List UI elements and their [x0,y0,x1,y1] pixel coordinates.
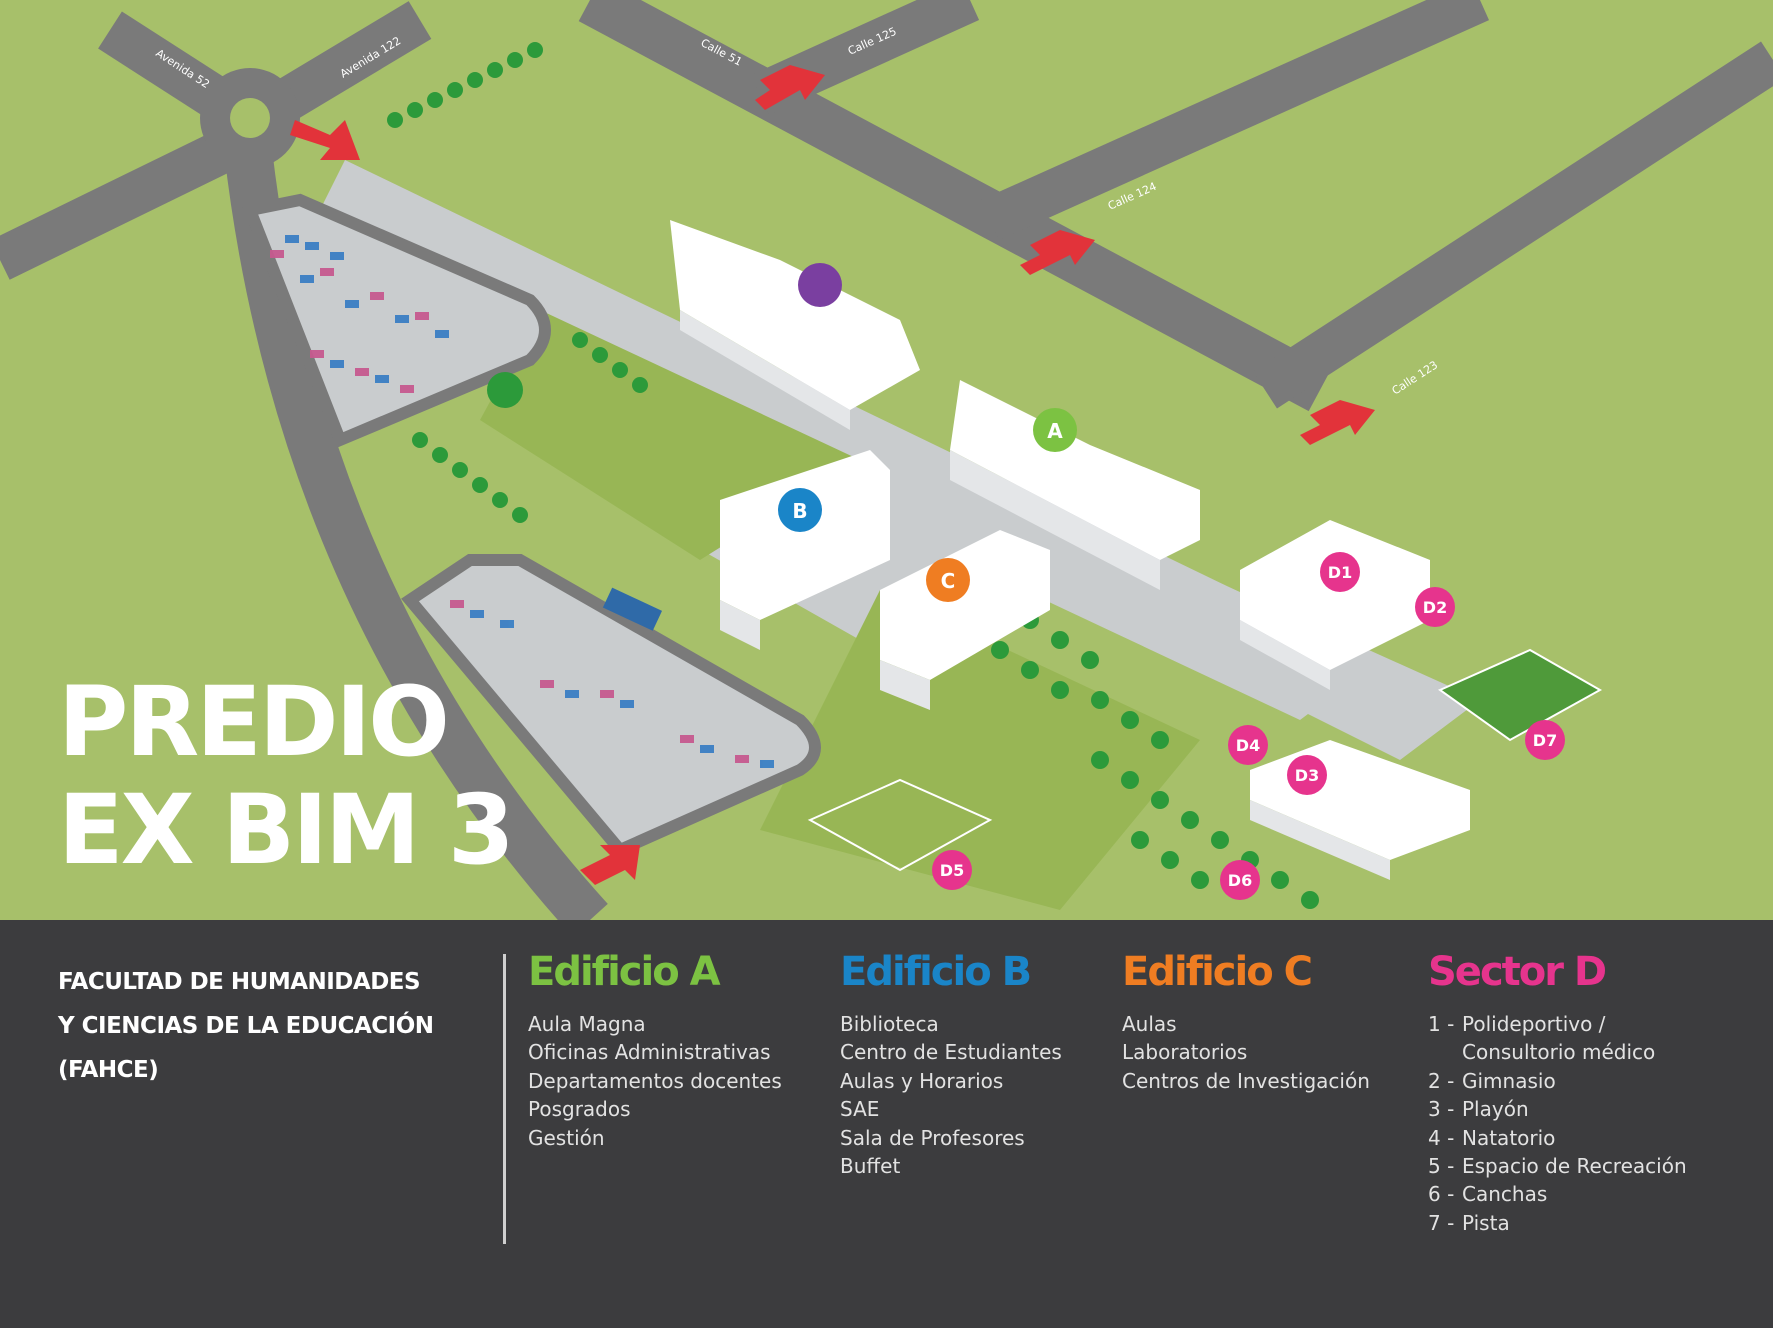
campus-map: A B C D1 D2 D3 D4 D5 D6 D7 [0,0,1773,920]
legend-sector-d: Sector D 1 -Polideportivo / Consultorio … [1428,946,1687,1237]
roundabout-island [230,98,270,138]
legend-item: Aulas [1122,1012,1177,1036]
legend-edificio-b: Edificio B Biblioteca Centro de Estudian… [840,946,1062,1180]
faculty-line-3: (FAHCE) [58,1057,159,1083]
entry-arrow [755,65,825,110]
legend-item: Biblioteca [840,1012,939,1036]
marker-d6[interactable]: D6 [1220,860,1260,900]
faculty-name: FACULTAD DE HUMANIDADES Y CIENCIAS DE LA… [58,960,434,1092]
legend-item: Laboratorios [1122,1040,1248,1065]
entry-arrow [580,845,640,885]
building-a [950,380,1200,590]
marker-b[interactable]: B [778,488,822,532]
marker-d7[interactable]: D7 [1525,720,1565,760]
entry-arrow [1300,400,1375,445]
svg-text:D6: D6 [1228,871,1252,890]
legend-edificio-a-title: Edificio A [528,949,721,995]
legend-item: Centros de Investigación [1122,1068,1370,1093]
entry-arrows [290,65,1375,885]
svg-text:D7: D7 [1533,731,1557,750]
calle-124-road [980,0,1490,241]
marker-d3[interactable]: D3 [1287,755,1327,795]
map-title: PREDIO EX BIM 3 [58,666,515,886]
legend-item: 6 -Canchas [1428,1182,1548,1207]
bus [602,587,663,631]
legend-item: Aulas y Horarios [840,1068,1004,1093]
building-b [720,450,890,650]
legend-item: Departamentos docentes [528,1068,782,1093]
legend-item: SAE [840,1097,880,1122]
legend-item: Buffet [840,1154,901,1179]
legend-item: Consultorio médico [1462,1040,1656,1065]
marker-north[interactable] [798,263,842,307]
legend-item: 7 -Pista [1428,1210,1510,1235]
calle-123-road [1253,41,1773,409]
legend-item: 5 -Espacio de Recreación [1428,1154,1687,1179]
legend-item: Sala de Profesores [840,1125,1025,1150]
faculty-line-1: FACULTAD DE HUMANIDADES [58,969,421,995]
entry-arrow [1020,230,1095,275]
soccer-field [807,778,993,872]
faculty-line-2: Y CIENCIAS DE LA EDUCACIÓN [58,1013,434,1039]
legend-item: Gestión [528,1125,605,1150]
legend-sector-d-title: Sector D [1428,949,1607,995]
svg-text:D4: D4 [1236,736,1260,755]
big-tree [487,372,523,408]
calle-51-road [578,0,1332,412]
legend-edificio-b-title: Edificio B [840,949,1032,995]
legend-item: 3 -Playón [1428,1097,1529,1122]
legend-edificio-c-title: Edificio C [1122,949,1313,995]
svg-text:D1: D1 [1328,563,1352,582]
marker-a[interactable]: A [1033,408,1077,452]
streets [0,0,1773,412]
svg-text:D2: D2 [1423,598,1447,617]
marker-b-label: B [792,499,807,523]
legend-panel: FACULTAD DE HUMANIDADES Y CIENCIAS DE LA… [0,920,1773,1328]
building-north [670,220,920,430]
legend-edificio-c: Edificio C Aulas Laboratorios Centros de… [1122,946,1370,1095]
buildings [602,220,1603,880]
entry-arrow [290,120,360,160]
parked-cars [270,235,774,768]
marker-d5[interactable]: D5 [932,850,972,890]
marker-c-label: C [941,569,956,593]
legend-item: Posgrados [528,1097,631,1122]
map-title-line-1: PREDIO [58,666,450,778]
map-title-line-2: EX BIM 3 [58,774,515,886]
marker-c[interactable]: C [926,558,970,602]
svg-text:D5: D5 [940,861,964,880]
svg-text:D3: D3 [1295,766,1319,785]
legend-item: Centro de Estudiantes [840,1040,1062,1065]
marker-d1[interactable]: D1 [1320,552,1360,592]
polideportivo-building [1240,520,1430,690]
marker-a-label: A [1047,419,1063,443]
legend-item: Aula Magna [528,1012,646,1036]
legend-item: Oficinas Administrativas [528,1040,771,1065]
secondary-road [0,130,235,280]
legend-item: 2 -Gimnasio [1428,1068,1556,1093]
avenida-122-road [258,1,432,129]
legend-item: 1 -Polideportivo / [1428,1012,1606,1036]
legend-divider [503,954,506,1244]
marker-d4[interactable]: D4 [1228,725,1268,765]
marker-d2[interactable]: D2 [1415,587,1455,627]
legend-edificio-a: Edificio A Aula Magna Oficinas Administr… [528,946,782,1152]
building-c [880,530,1050,710]
parking-lot-south [401,554,821,858]
playon-court [1437,648,1603,742]
legend-item: 4 -Natatorio [1428,1125,1556,1150]
markers: A B C D1 D2 D3 D4 D5 D6 D7 [778,263,1565,900]
curved-avenue [224,147,608,920]
